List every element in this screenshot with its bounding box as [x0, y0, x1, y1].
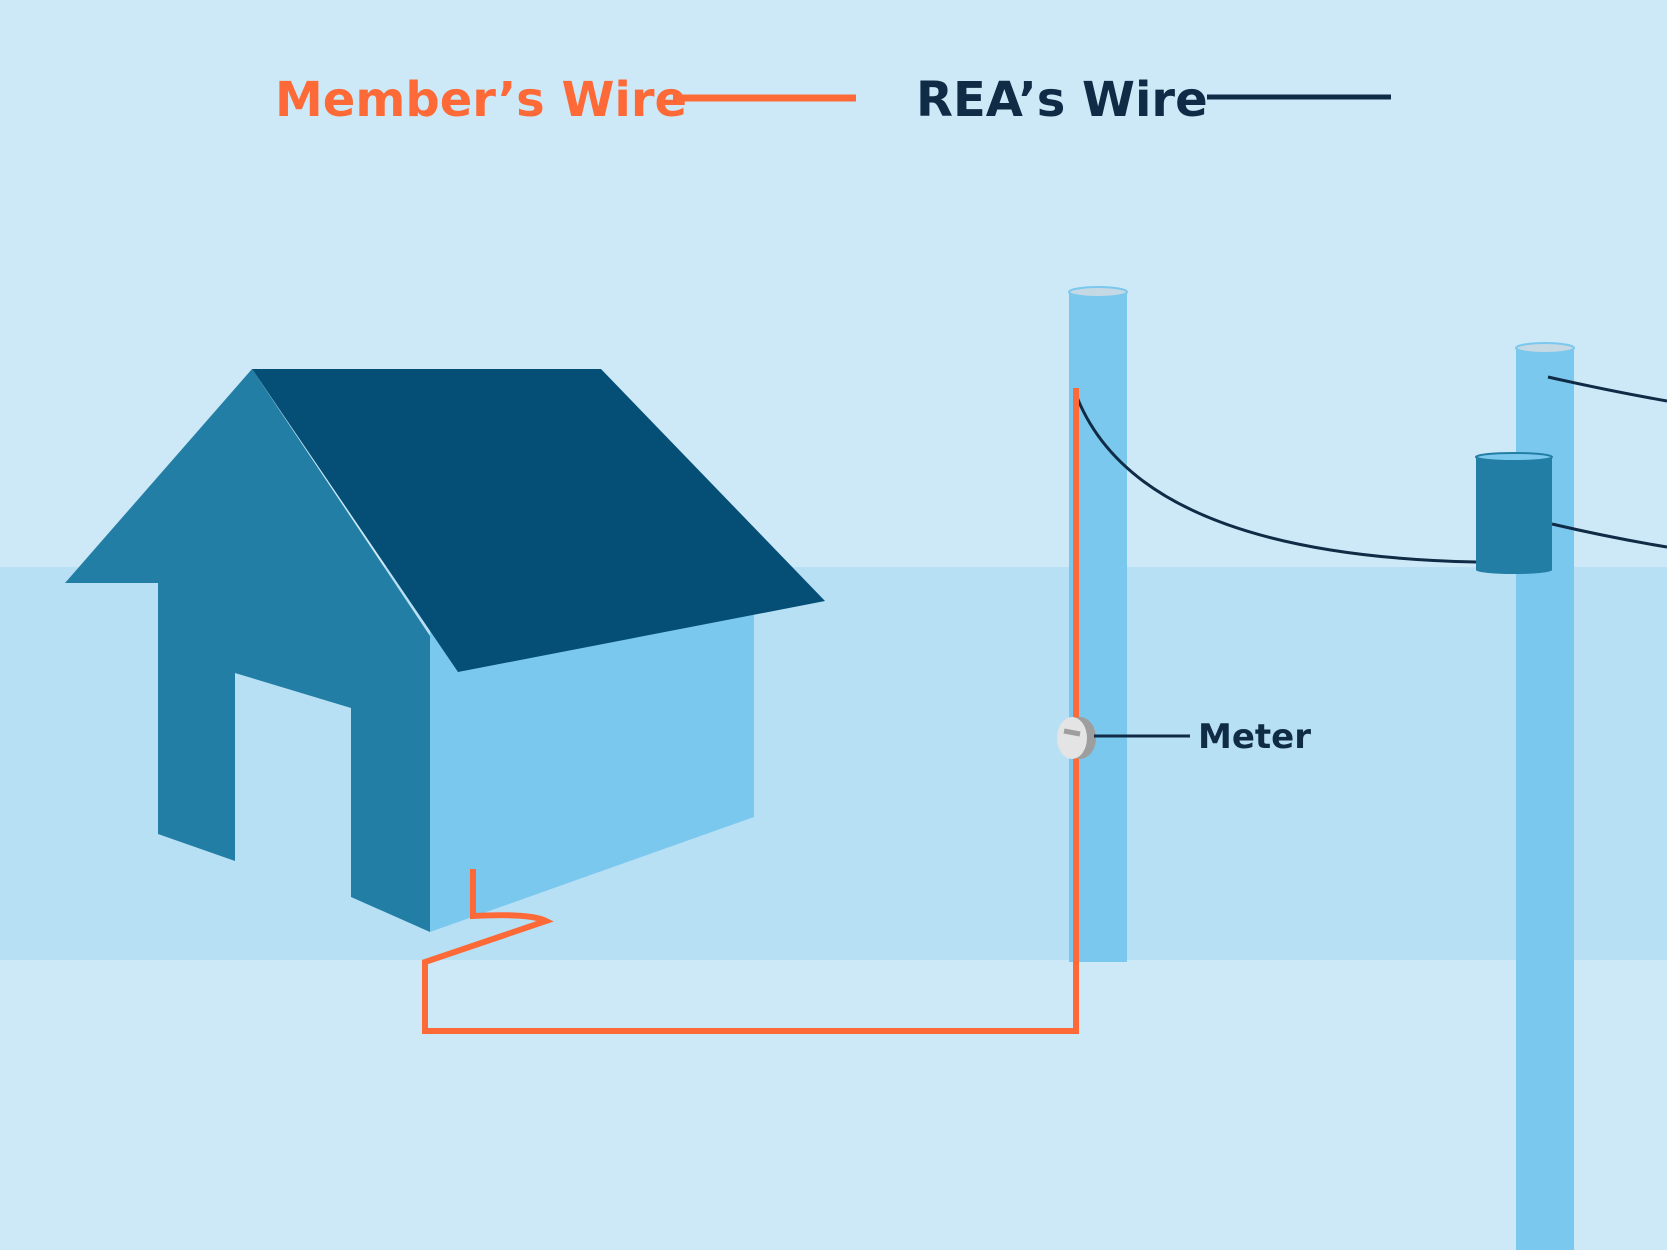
- electric-meter-icon: [1057, 717, 1096, 759]
- transformer-icon: [1475, 452, 1553, 574]
- rea-distribution-wire-upper: [1547, 375, 1667, 403]
- meter-face: [1057, 717, 1087, 759]
- transformer-top: [1475, 452, 1553, 462]
- legend-rea-wire-label: REA’s Wire: [916, 72, 1208, 128]
- rea-distribution-wire-lower: [1551, 522, 1667, 549]
- member-wire: [422, 388, 1079, 1034]
- meter-dial: [1063, 728, 1081, 737]
- pole-right-top: [1515, 342, 1575, 354]
- rea-wires: [1073, 375, 1667, 564]
- house-icon: [65, 369, 825, 932]
- meter-label: Meter: [1198, 717, 1311, 757]
- house-roof: [252, 369, 825, 672]
- rea-service-drop-wire: [1073, 391, 1477, 564]
- transformer-body: [1476, 457, 1552, 570]
- legend: Member’s Wire REA’s Wire: [275, 72, 1391, 128]
- pole-left-top: [1068, 286, 1128, 298]
- house-side-wall: [430, 600, 754, 932]
- house-front-wall: [65, 369, 430, 932]
- transformer-bottom: [1476, 566, 1552, 574]
- legend-member-wire-label: Member’s Wire: [275, 72, 687, 128]
